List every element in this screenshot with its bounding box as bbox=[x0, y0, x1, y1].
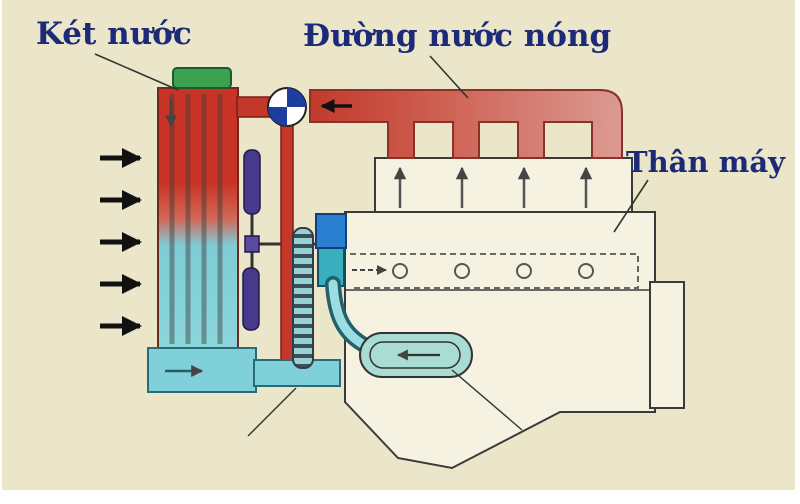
label-radiator: Két nước bbox=[36, 16, 192, 52]
engine-block-body bbox=[344, 211, 656, 470]
bypass-pipe bbox=[280, 117, 294, 387]
gallery-port-2 bbox=[454, 263, 470, 279]
label-hot-water-line: Đường nước nóng bbox=[303, 18, 611, 54]
radiator-cap bbox=[172, 67, 232, 89]
pump-outlet-hose bbox=[328, 279, 371, 351]
leader-pump-unlabeled bbox=[247, 387, 297, 437]
fan-blade-upper bbox=[243, 149, 261, 215]
leader-engine-block bbox=[613, 179, 649, 233]
fan-blade-lower bbox=[242, 267, 260, 331]
leader-radiator bbox=[94, 53, 179, 91]
thermostat-pinwheel bbox=[267, 87, 307, 127]
bellows-hose bbox=[292, 227, 314, 369]
gallery-port-3 bbox=[516, 263, 532, 279]
radiator-tubes bbox=[169, 94, 223, 344]
gallery-port-1 bbox=[392, 263, 408, 279]
leader-hot-water-line bbox=[429, 55, 469, 99]
gallery-port-4 bbox=[578, 263, 594, 279]
oil-cooler-inner bbox=[369, 341, 461, 369]
engine-right-flange bbox=[649, 281, 685, 409]
label-engine-block: Thân máy bbox=[626, 145, 786, 179]
hot-water-manifold bbox=[309, 89, 623, 159]
head-upflow-arrows bbox=[393, 166, 593, 208]
fan-hub bbox=[244, 235, 260, 253]
coolant-gallery-dashed bbox=[350, 253, 639, 289]
thermostat-housing bbox=[315, 213, 347, 249]
air-flow-arrows bbox=[100, 148, 142, 336]
cylinder-head bbox=[374, 157, 633, 213]
leader-cooler-unlabeled bbox=[451, 369, 523, 431]
